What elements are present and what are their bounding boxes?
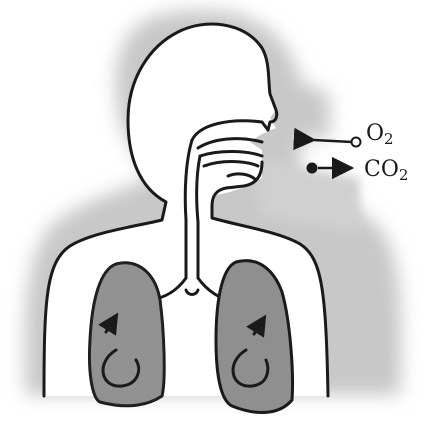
carbon-dioxide-molecule-filled-dot: [307, 163, 318, 174]
oxygen-label: O2: [366, 121, 394, 148]
carbon-dioxide-label: CO2: [364, 157, 408, 184]
oxygen-intake-arrow: [314, 138, 361, 147]
carbon-dioxide-release-arrow: [307, 163, 353, 174]
oxygen-molecule-open-circle: [352, 138, 361, 147]
